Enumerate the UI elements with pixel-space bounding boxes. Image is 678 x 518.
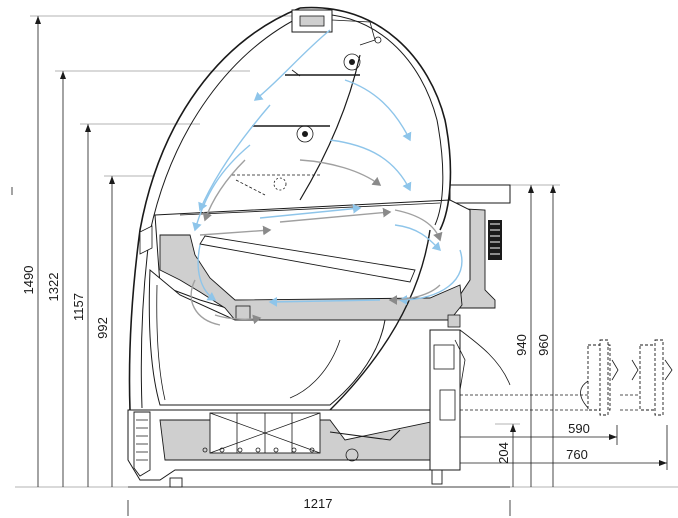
- lower-front: [148, 268, 386, 406]
- dim-label-1490: 1490: [21, 266, 36, 295]
- bottom-dimension-lines: [127, 425, 668, 516]
- dim-label-960: 960: [536, 334, 551, 356]
- dim-label-590: 590: [568, 421, 590, 436]
- dim-label-1157: 1157: [71, 293, 86, 321]
- upper-shelves: [232, 53, 361, 201]
- dim-label-940: 940: [514, 334, 529, 356]
- dim-label-1217: 1217: [304, 496, 333, 511]
- airflow-arrows: [190, 29, 463, 326]
- dim-label-204: 204: [496, 442, 511, 464]
- display-well: [154, 199, 471, 339]
- rear-ducts: [460, 339, 673, 416]
- curved-glass-canopy: [128, 6, 452, 411]
- dim-label-760: 760: [566, 447, 588, 462]
- left-dimension-lines: [11, 15, 300, 487]
- base-compartment: [127, 388, 451, 488]
- dim-label-992: 992: [95, 317, 110, 339]
- dim-label-1322: 1322: [46, 273, 61, 302]
